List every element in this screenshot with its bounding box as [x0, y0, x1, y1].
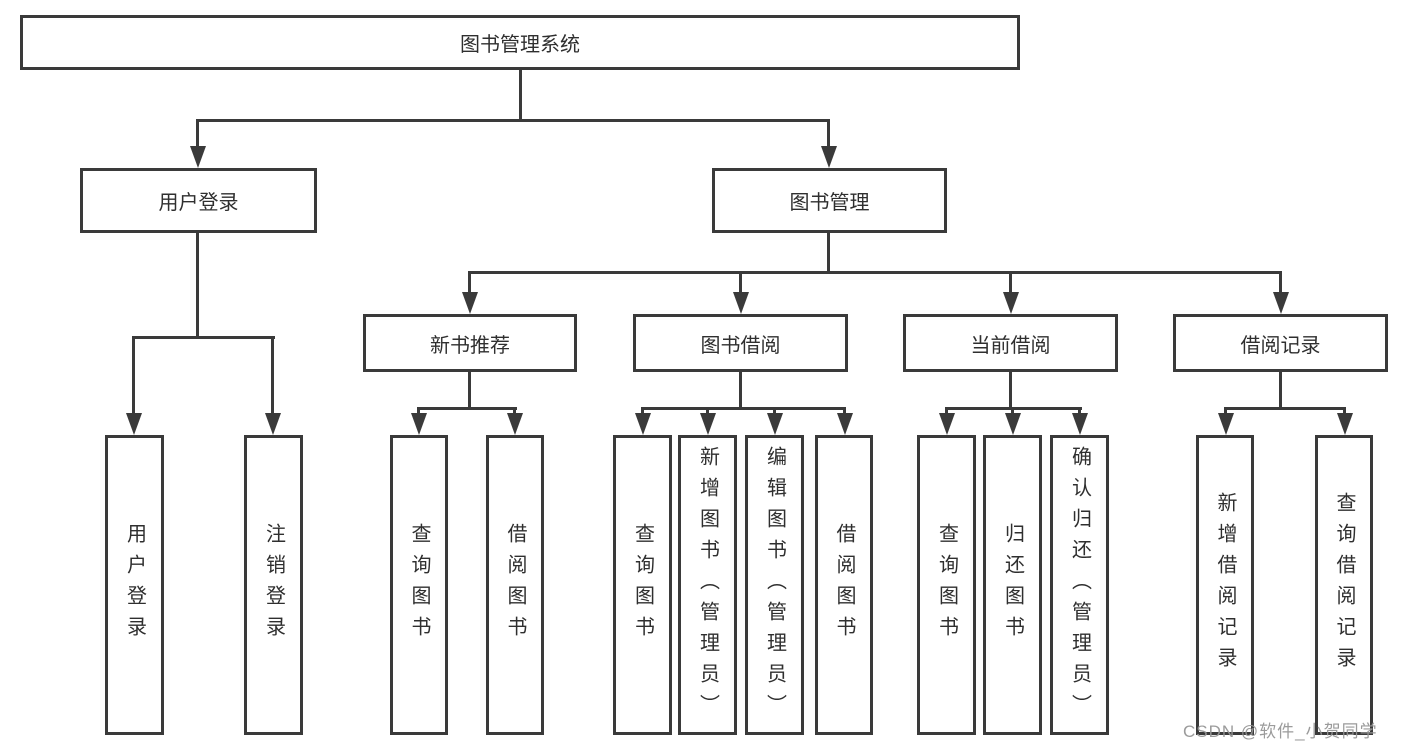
- arrowhead: [1005, 413, 1021, 435]
- node-book-management: 图书管理: [712, 168, 947, 233]
- connector-new-book-rail: [418, 407, 517, 410]
- connector-borrow-records-stem: [1279, 372, 1282, 410]
- leaf-confirm-return-admin: 确认归还（管理员）: [1050, 435, 1109, 735]
- connector-root-rail: [197, 119, 830, 122]
- leaf-return-books: 归还图书: [983, 435, 1042, 735]
- node-label: 新书推荐: [430, 334, 510, 357]
- leaf-label: 新增图书（管理员）: [696, 445, 719, 725]
- connector-drop-leaf-logout: [271, 336, 274, 416]
- connector-drop: [1224, 407, 1227, 416]
- leaf-user-login: 用户登录: [105, 435, 164, 735]
- arrowhead: [700, 413, 716, 435]
- connector-drop: [1011, 407, 1014, 416]
- node-borrow-records: 借阅记录: [1173, 314, 1388, 372]
- leaf-label: 注销登录: [262, 523, 285, 647]
- connector-user-login-stem: [196, 233, 199, 339]
- arrowhead: [939, 413, 955, 435]
- leaf-label: 查询图书: [935, 523, 958, 647]
- leaf-add-borrow-record: 新增借阅记录: [1196, 435, 1254, 735]
- node-label: 借阅记录: [1240, 334, 1321, 357]
- arrowhead: [411, 413, 427, 435]
- connector-drop-book-borrow: [739, 271, 742, 296]
- node-label: 图书管理: [789, 192, 870, 214]
- leaf-logout-login: 注销登录: [244, 435, 303, 735]
- arrowhead: [767, 413, 783, 435]
- leaf-label: 归还图书: [1001, 523, 1024, 647]
- leaf-label: 查询图书: [631, 523, 654, 647]
- connector-drop: [417, 407, 420, 416]
- leaf-label: 确认归还（管理员）: [1068, 445, 1091, 725]
- connector-book-management-stem: [827, 233, 830, 274]
- connector-current-borrow-stem: [1009, 372, 1012, 410]
- connector-drop: [513, 407, 516, 416]
- node-new-book-recommend: 新书推荐: [363, 314, 577, 372]
- connector-book-management-rail: [469, 271, 1282, 274]
- leaf-borrow-books-recommend: 借阅图书: [486, 435, 544, 735]
- connector-new-book-stem: [468, 372, 471, 410]
- arrowhead-new-book: [462, 292, 478, 314]
- leaf-query-books-recommend: 查询图书: [390, 435, 448, 735]
- arrowhead: [1072, 413, 1088, 435]
- leaf-label: 查询图书: [408, 523, 430, 647]
- connector-drop-book-management: [827, 119, 830, 152]
- arrowhead: [1218, 413, 1234, 435]
- leaf-query-borrow-record: 查询借阅记录: [1315, 435, 1373, 735]
- connector-drop: [773, 407, 776, 416]
- connector-drop: [843, 407, 846, 416]
- arrowhead-book-borrow: [733, 292, 749, 314]
- node-label: 图书管理系统: [460, 34, 580, 56]
- arrowhead: [635, 413, 651, 435]
- leaf-borrow-books-borrow: 借阅图书: [815, 435, 873, 735]
- node-label: 用户登录: [158, 192, 239, 214]
- leaf-edit-books-admin: 编辑图书（管理员）: [745, 435, 804, 735]
- node-library-management-system: 图书管理系统: [20, 15, 1020, 70]
- arrowhead-leaf-user-login: [126, 413, 142, 435]
- leaf-label: 新增借阅记录: [1214, 492, 1236, 678]
- node-current-borrow: 当前借阅: [903, 314, 1118, 372]
- connector-drop: [1078, 407, 1081, 416]
- arrowhead-leaf-logout: [265, 413, 281, 435]
- connector-user-login-rail: [132, 336, 275, 339]
- leaf-label: 编辑图书（管理员）: [763, 445, 786, 725]
- connector-drop-current-borrow: [1009, 271, 1012, 296]
- arrowhead-current-borrow: [1003, 292, 1019, 314]
- connector-book-borrow-rail: [641, 407, 846, 410]
- connector-borrow-records-rail: [1224, 407, 1346, 410]
- csdn-watermark: CSDN @软件_小贺同学: [1183, 722, 1378, 741]
- arrowhead-borrow-records: [1273, 292, 1289, 314]
- leaf-label: 借阅图书: [833, 523, 855, 647]
- leaf-label: 查询借阅记录: [1333, 492, 1355, 678]
- connector-drop-borrow-records: [1279, 271, 1282, 296]
- connector-drop: [706, 407, 709, 416]
- connector-drop-leaf-user-login: [132, 336, 135, 416]
- connector-root-stem: [519, 70, 522, 122]
- connector-drop-user-login: [196, 119, 199, 152]
- arrowhead-book-management: [821, 146, 837, 168]
- connector-drop-new-book: [468, 271, 471, 296]
- node-label: 图书借阅: [700, 334, 781, 357]
- leaf-add-books-admin: 新增图书（管理员）: [678, 435, 737, 735]
- connector-drop: [945, 407, 948, 416]
- connector-drop: [1343, 407, 1346, 416]
- node-book-borrow: 图书借阅: [633, 314, 848, 372]
- arrowhead-user-login: [190, 146, 206, 168]
- leaf-label: 借阅图书: [504, 523, 526, 647]
- connector-drop: [641, 407, 644, 416]
- leaf-query-books-current: 查询图书: [917, 435, 976, 735]
- arrowhead: [1337, 413, 1353, 435]
- leaf-query-books-borrow: 查询图书: [613, 435, 672, 735]
- node-label: 当前借阅: [970, 334, 1051, 357]
- arrowhead: [837, 413, 853, 435]
- arrowhead: [507, 413, 523, 435]
- leaf-label: 用户登录: [123, 523, 146, 647]
- node-user-login: 用户登录: [80, 168, 317, 233]
- connector-book-borrow-stem: [739, 372, 742, 410]
